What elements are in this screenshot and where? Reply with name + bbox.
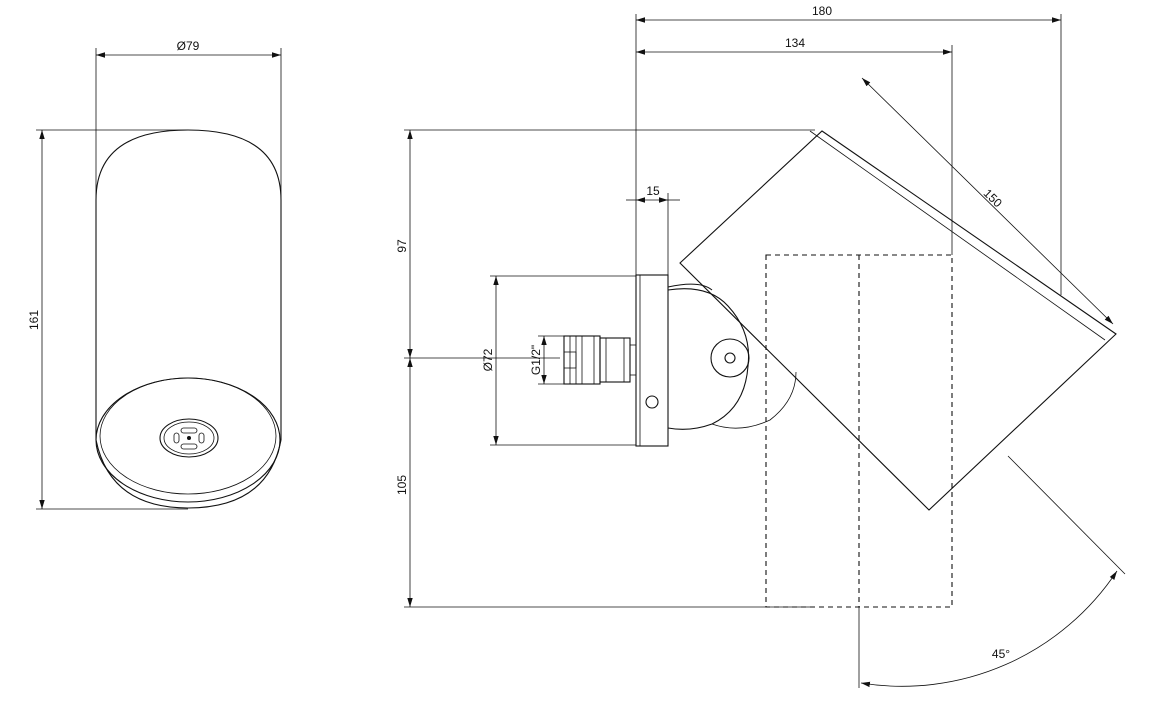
- vertical-head-outline: [765, 254, 953, 608]
- wall-flange: [635, 274, 669, 447]
- thread-dimension: G1/2": [529, 335, 564, 385]
- head-reach-label: 134: [785, 36, 805, 50]
- shower-head-cylinder: [95, 129, 282, 509]
- ball-joint: [667, 283, 797, 430]
- upper-height-label: 97: [395, 239, 409, 253]
- tilt-angle-label: 45°: [992, 647, 1010, 661]
- flange-diameter-dimension: Ø72: [481, 275, 636, 446]
- flange-diameter-label: Ø72: [481, 348, 495, 371]
- flange-depth-label: 15: [646, 184, 660, 198]
- front-height-label: 161: [27, 310, 41, 330]
- front-height-dimension: 161: [27, 129, 188, 510]
- vertical-dimensions: 97 105: [395, 129, 815, 608]
- total-width-label: 180: [812, 4, 832, 18]
- nozzle-face: [95, 377, 281, 503]
- thread-label: G1/2": [529, 345, 543, 375]
- horizontal-dimensions: 180 134 15: [626, 4, 1062, 295]
- head-length-dimension: 150: [861, 77, 1114, 325]
- angle-dimension: 45°: [858, 455, 1126, 688]
- front-diameter-label: Ø79: [177, 39, 200, 53]
- front-width-dimension: Ø79: [95, 39, 282, 200]
- front-view: Ø79 161: [27, 39, 282, 510]
- head-length-label: 150: [981, 186, 1005, 210]
- threaded-connector: [563, 335, 636, 385]
- tilted-shower-head: [679, 130, 1117, 511]
- side-view: 97 105 180 134 15: [395, 4, 1126, 688]
- lower-height-label: 105: [395, 475, 409, 495]
